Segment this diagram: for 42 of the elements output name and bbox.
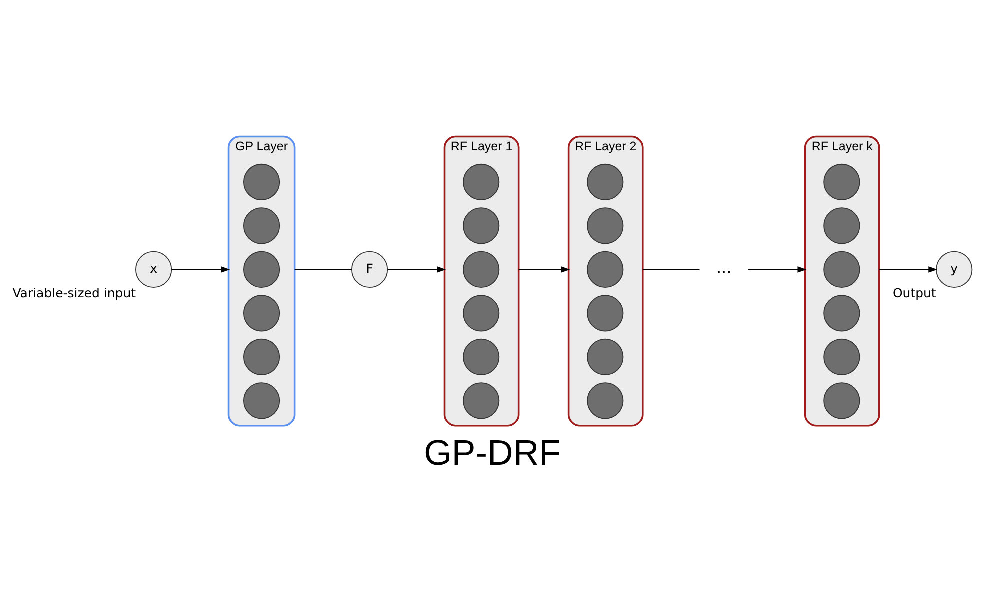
node-circle bbox=[244, 251, 280, 288]
node-circle: F bbox=[351, 251, 388, 288]
node-circle bbox=[824, 295, 860, 332]
cluster: RF Layer 1 bbox=[444, 136, 520, 427]
arrow bbox=[387, 266, 446, 273]
node-circle bbox=[824, 251, 860, 288]
node-circle bbox=[244, 208, 280, 244]
node-circle bbox=[587, 208, 624, 244]
connector bbox=[642, 269, 700, 270]
node-circle bbox=[463, 251, 500, 288]
node-circle bbox=[463, 208, 500, 244]
node-circle bbox=[587, 251, 624, 288]
connector bbox=[294, 269, 352, 270]
node-circle bbox=[824, 338, 860, 376]
node-circle bbox=[824, 208, 860, 244]
node-circle bbox=[587, 382, 624, 420]
arrow bbox=[878, 266, 938, 273]
node-label: Variable-sized input bbox=[12, 286, 136, 301]
node-circle: x bbox=[136, 251, 172, 288]
node-circle bbox=[463, 338, 500, 376]
node-circle bbox=[244, 164, 280, 201]
arrow bbox=[171, 266, 230, 273]
cluster: GP Layer bbox=[228, 136, 296, 427]
node-circle bbox=[824, 382, 860, 420]
caption: GP-DRF bbox=[424, 433, 561, 474]
node-circle bbox=[463, 295, 500, 332]
cluster: RF Layer k bbox=[804, 136, 880, 427]
arrow bbox=[748, 266, 807, 273]
node-circle: y bbox=[936, 251, 973, 288]
node-circle bbox=[824, 164, 860, 201]
cluster: RF Layer 2 bbox=[568, 136, 644, 427]
node-circle bbox=[244, 295, 280, 332]
node-circle bbox=[244, 338, 280, 376]
node-label: Output bbox=[892, 286, 936, 301]
arrow bbox=[518, 266, 570, 273]
node-circle bbox=[244, 382, 280, 420]
node-text: ... bbox=[716, 258, 732, 278]
node-circle bbox=[587, 338, 624, 376]
node-circle bbox=[463, 164, 500, 201]
node-circle bbox=[463, 382, 500, 420]
node-circle bbox=[587, 295, 624, 332]
node-circle bbox=[587, 164, 624, 201]
